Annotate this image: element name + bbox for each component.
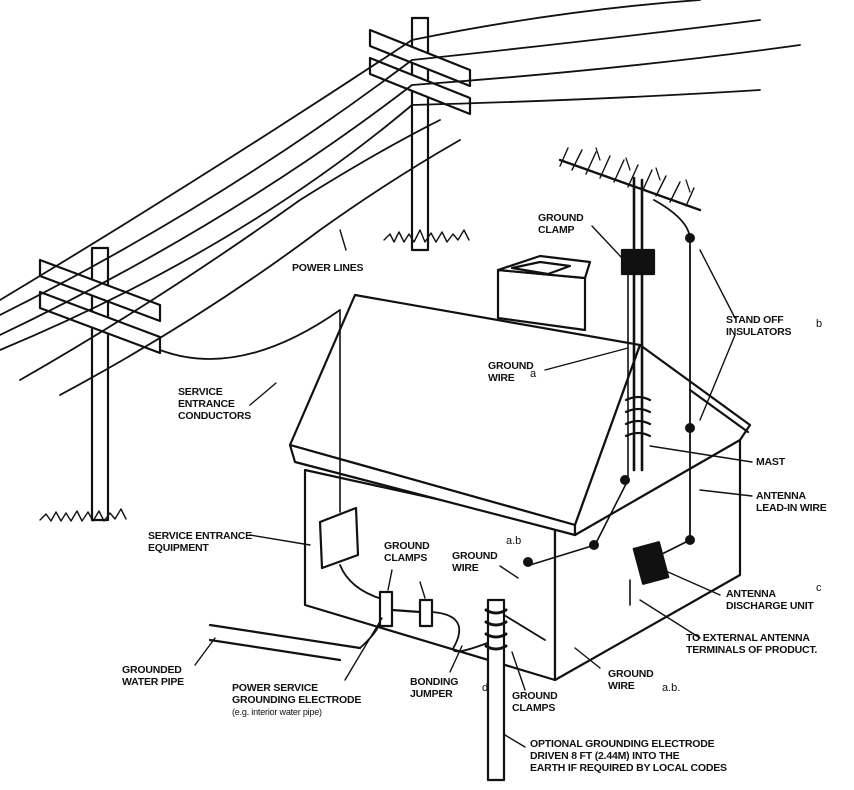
ground-wire-wall-label: GROUND WIRE (452, 550, 497, 574)
marker-d: d (482, 682, 488, 694)
grounded-water-pipe-label: GROUNDED WATER PIPE (122, 664, 184, 688)
marker-b-top: b (816, 318, 822, 330)
power-service-electrode-label: POWER SERVICE GROUNDING ELECTRODE (e.g. … (232, 682, 361, 718)
service-entrance-conductors-label: SERVICE ENTRANCE CONDUCTORS (178, 386, 251, 422)
service-drop-wire (160, 310, 340, 359)
marker-c: c (816, 582, 822, 594)
ground-clamps-mid-label: GROUND CLAMPS (384, 540, 429, 564)
mast-label: MAST (756, 456, 785, 468)
marker-a-top: a (530, 368, 536, 380)
marker-ab-bottom: a.b. (662, 682, 680, 694)
standoff-insulators-label: STAND OFF INSULATORS (726, 314, 791, 338)
ground-clamps-bottom-label: GROUND CLAMPS (512, 690, 557, 714)
optional-grounding-electrode-label: OPTIONAL GROUNDING ELECTRODE DRIVEN 8 FT… (530, 738, 727, 774)
ground-wire-roof-label: GROUND WIRE (488, 360, 533, 384)
service-entrance-equipment-label: SERVICE ENTRANCE EQUIPMENT (148, 530, 252, 554)
ground-clamp-top-label: GROUND CLAMP (538, 212, 583, 236)
left-utility-pole (40, 248, 160, 520)
external-terminals-label: TO EXTERNAL ANTENNA TERMINALS OF PRODUCT… (686, 632, 817, 656)
grounded-water-pipe (210, 620, 380, 660)
house (290, 295, 750, 680)
ground-wire-bottom-label: GROUND WIRE (608, 668, 653, 692)
marker-ab-mid: a.b (506, 535, 521, 547)
chimney (498, 256, 590, 330)
antenna-discharge-unit-label: ANTENNA DISCHARGE UNIT (726, 588, 814, 612)
right-utility-pole (370, 18, 470, 250)
bonding-jumper-label: BONDING JUMPER (410, 676, 458, 700)
antenna-lead-in-label: ANTENNA LEAD-IN WIRE (756, 490, 827, 514)
grass-left (40, 509, 126, 521)
power-lines-label: POWER LINES (292, 262, 363, 274)
